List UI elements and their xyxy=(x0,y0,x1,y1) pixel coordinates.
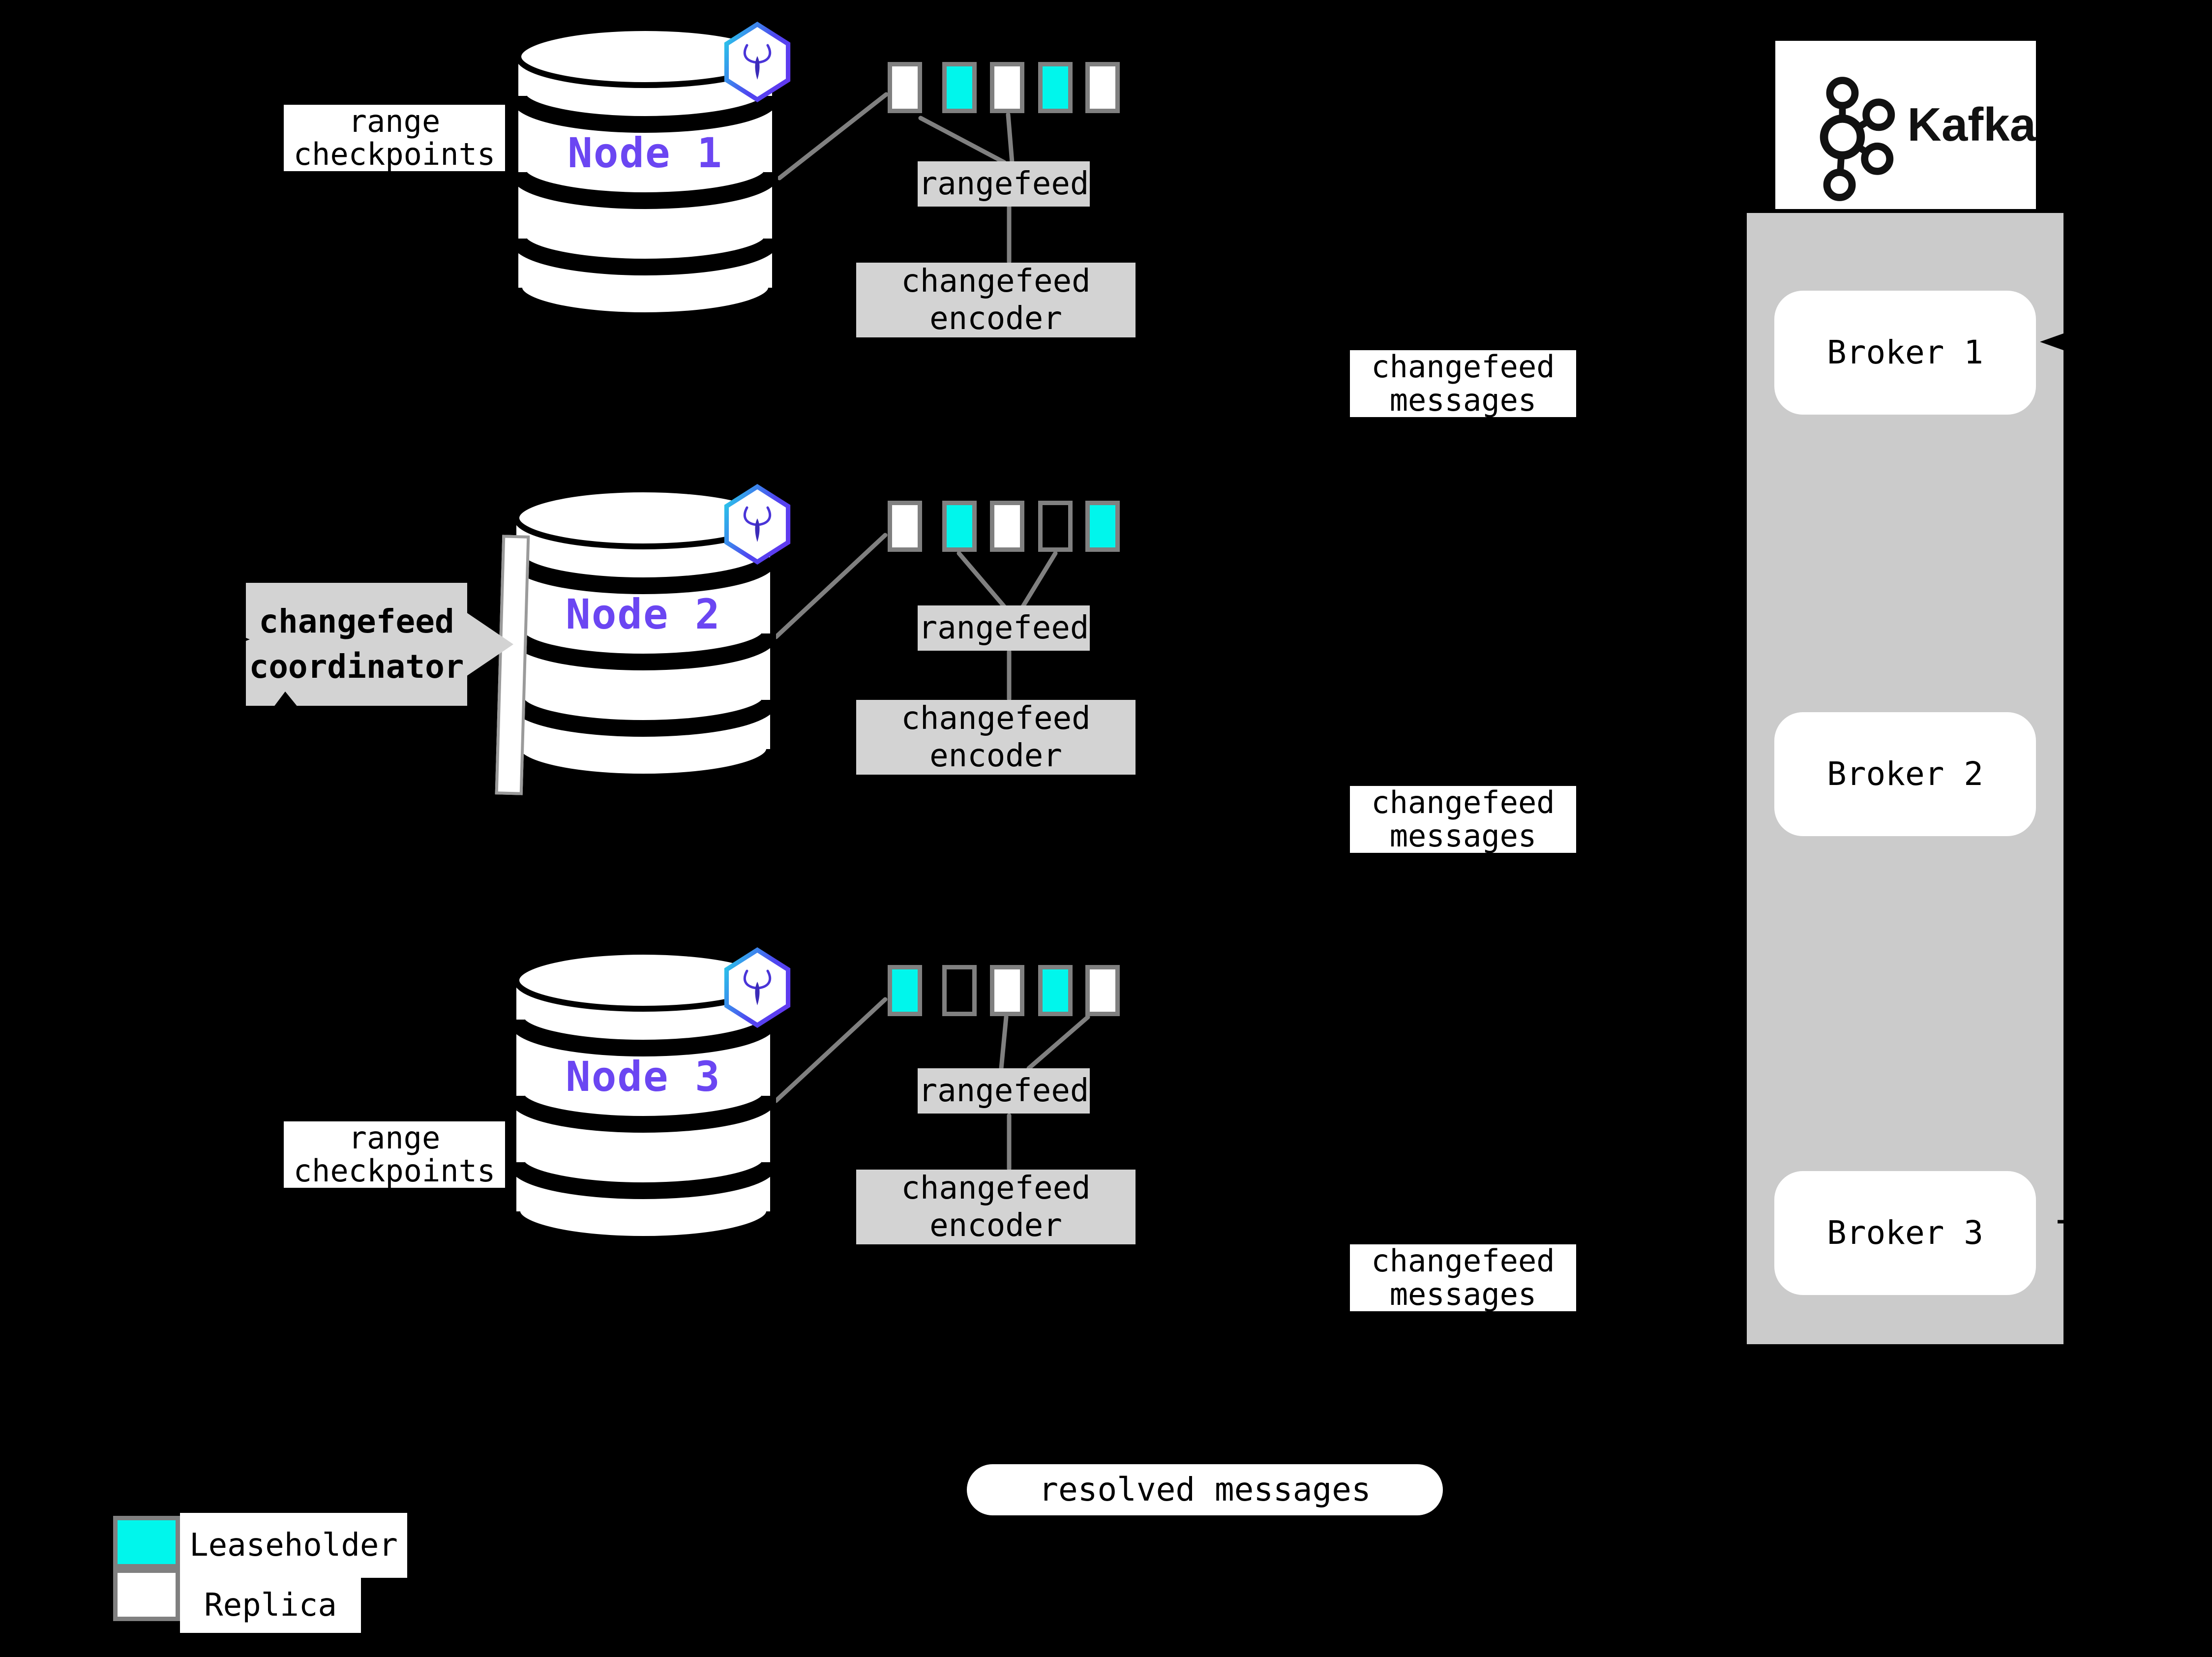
encoder-line2: encoder xyxy=(929,738,1062,774)
rangefeed-box: rangefeed xyxy=(918,1068,1090,1114)
node1-label: Node 1 xyxy=(568,129,723,177)
node1-range-row xyxy=(888,62,1124,113)
encoder-line1: changefeed xyxy=(901,700,1091,737)
cockroach-glyph-icon xyxy=(744,44,771,80)
encoder-line2: encoder xyxy=(929,1207,1062,1244)
range-leaseholder xyxy=(1038,62,1073,113)
kafka-logo: Kafka xyxy=(1775,41,2036,209)
encoder-line1: changefeed xyxy=(901,263,1091,300)
checkpoints-line2: checkpoints xyxy=(293,1153,496,1189)
rangefeed-box: rangefeed xyxy=(918,605,1090,651)
changefeed-messages-label: changefeed messages xyxy=(1350,786,1576,853)
range-replica xyxy=(990,965,1024,1016)
changefeed-messages-label: changefeed messages xyxy=(1350,350,1576,417)
replica-legend-label: Replica xyxy=(180,1578,361,1633)
range-replica xyxy=(990,62,1024,113)
range-leaseholder xyxy=(1085,501,1120,552)
leaseholder-swatch xyxy=(113,1516,180,1568)
encoder-line2: encoder xyxy=(929,301,1062,337)
range-replica xyxy=(888,501,922,552)
messages-line1: changefeed xyxy=(1371,1243,1555,1279)
node2-range-row xyxy=(888,501,1124,552)
checkpoints-line1: range xyxy=(348,103,441,139)
range-empty xyxy=(1038,501,1073,552)
kafka-wordmark: Kafka xyxy=(1907,98,2036,151)
node1-cylinder xyxy=(512,25,778,320)
replica-swatch xyxy=(113,1568,180,1621)
checkpoints-line1: range xyxy=(348,1120,441,1156)
messages-line2: messages xyxy=(1389,382,1537,418)
range-leaseholder xyxy=(942,501,977,552)
range-replica xyxy=(990,501,1024,552)
node3-range-row xyxy=(888,965,1124,1016)
coordinator-line2: coordinator xyxy=(249,648,464,686)
leaseholder-legend-label: Leaseholder xyxy=(180,1513,407,1578)
range-replica xyxy=(1085,965,1120,1016)
cockroach-glyph-icon xyxy=(744,506,771,542)
encoder-line1: changefeed xyxy=(901,1170,1091,1206)
node2-cylinder xyxy=(510,486,776,782)
node3-cylinder xyxy=(510,949,776,1244)
node3-label: Node 3 xyxy=(566,1053,721,1101)
messages-line1: changefeed xyxy=(1371,349,1555,385)
cockroach-glyph-icon xyxy=(744,969,771,1005)
changefeed-encoder-box: changefeed encoder xyxy=(856,1170,1136,1244)
coordinator-line1: changefeed xyxy=(259,603,454,640)
kafka-panel: Broker 1 Broker 2 Broker 3 xyxy=(1747,213,2063,1344)
messages-line2: messages xyxy=(1389,818,1537,854)
broker-box: Broker 2 xyxy=(1774,712,2036,836)
changefeed-encoder-box: changefeed encoder xyxy=(856,700,1136,775)
range-checkpoints-label: range checkpoints xyxy=(284,105,505,171)
messages-line2: messages xyxy=(1389,1276,1537,1312)
changefeed-encoder-box: changefeed encoder xyxy=(856,263,1136,337)
changefeed-messages-label: changefeed messages xyxy=(1350,1244,1576,1311)
range-replica xyxy=(888,62,922,113)
node2-label: Node 2 xyxy=(566,590,721,638)
resolved-messages-pill: resolved messages xyxy=(967,1464,1443,1515)
range-checkpoints-label: range checkpoints xyxy=(284,1121,505,1188)
range-empty xyxy=(942,965,977,1016)
range-leaseholder xyxy=(942,62,977,113)
broker-box: Broker 3 xyxy=(1774,1171,2036,1295)
rangefeed-box: rangefeed xyxy=(918,161,1090,207)
range-leaseholder xyxy=(888,965,922,1016)
range-replica xyxy=(1085,62,1120,113)
range-leaseholder xyxy=(1038,965,1073,1016)
checkpoints-line2: checkpoints xyxy=(293,136,496,172)
kafka-icon xyxy=(1820,77,1895,201)
changefeed-coordinator-callout: changefeed coordinator xyxy=(246,583,467,706)
broker-box: Broker 1 xyxy=(1774,291,2036,415)
messages-line1: changefeed xyxy=(1371,784,1555,820)
